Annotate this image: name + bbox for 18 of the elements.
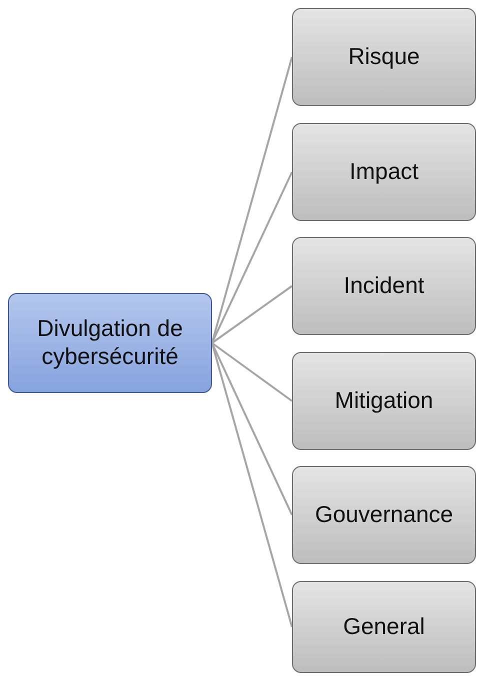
- node-label: Risque: [348, 43, 420, 71]
- connector-line: [211, 172, 293, 344]
- category-box: [292, 237, 476, 335]
- node-label: General: [343, 613, 425, 641]
- category-box: [292, 123, 476, 221]
- connector-line: [211, 342, 293, 516]
- node-label: Gouvernance: [314, 501, 454, 529]
- node-label: Mitigation: [334, 387, 434, 415]
- topic-box: [8, 293, 212, 393]
- node-label: Divulgation de cybersécurité: [36, 315, 184, 371]
- category-box: [292, 8, 476, 106]
- connector-line: [211, 342, 293, 402]
- node-label: Incident: [344, 272, 424, 300]
- category-box: [292, 581, 476, 673]
- node-label: Impact: [349, 158, 419, 186]
- connector-line: [211, 285, 293, 344]
- category-box: [292, 466, 476, 564]
- category-box: [292, 352, 476, 450]
